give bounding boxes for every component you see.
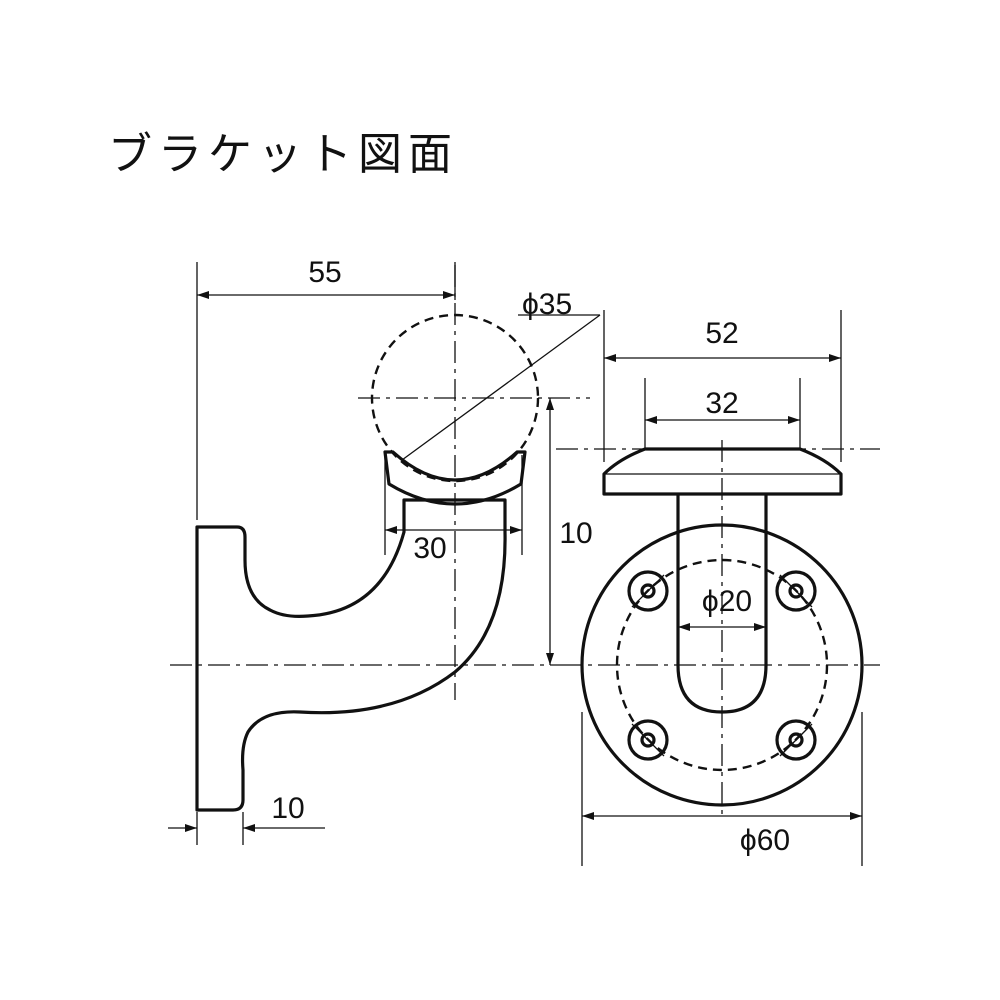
bolt-hole bbox=[627, 570, 669, 612]
side-flange bbox=[195, 498, 507, 812]
page-title: ブラケット図面 bbox=[108, 129, 458, 180]
dim-label-30: 30 bbox=[413, 532, 446, 565]
handrail-circle bbox=[370, 313, 540, 483]
dim-label-phi20: ϕ20 bbox=[702, 585, 752, 618]
leader-35 bbox=[401, 314, 601, 461]
front-view: 52 32 ϕ20 ϕ60 bbox=[556, 310, 880, 866]
dim-label-phi60: ϕ60 bbox=[740, 824, 790, 857]
dim-label-phi35: ϕ35 bbox=[522, 288, 572, 321]
u-stem bbox=[676, 494, 768, 714]
bolt-holes bbox=[627, 570, 817, 761]
dim-label-10-vertical: 10 bbox=[559, 517, 592, 550]
bolt-hole bbox=[627, 719, 669, 761]
dim-label-32: 32 bbox=[705, 387, 738, 420]
bolt-hole bbox=[775, 570, 817, 612]
flange-disk bbox=[580, 523, 864, 807]
dim-label-55: 55 bbox=[308, 256, 341, 289]
bolt-circle bbox=[615, 558, 829, 772]
side-view: 55 ϕ35 30 10 10 bbox=[168, 256, 601, 845]
saddle-cup bbox=[383, 450, 527, 506]
bolt-hole bbox=[775, 719, 817, 761]
dim-label-10-bottom: 10 bbox=[271, 792, 304, 825]
dim-label-52: 52 bbox=[705, 317, 738, 350]
